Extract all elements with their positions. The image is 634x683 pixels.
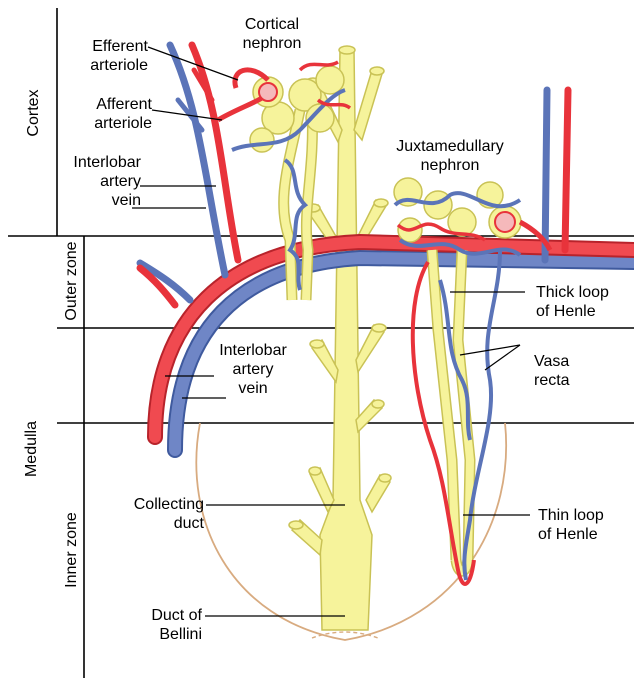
thick-loop-label: Thick loop of Henle	[536, 283, 609, 321]
duct-of-bellini-label: Duct of Bellini	[110, 606, 202, 644]
label-line: arteriole	[60, 56, 148, 75]
label-line: Duct of	[110, 606, 202, 625]
collecting-duct-trunk	[320, 50, 372, 630]
interlobar-lower-label: Interlobar artery vein	[203, 341, 303, 398]
right-vertical-vein	[545, 90, 547, 260]
label-line: duct	[100, 514, 204, 533]
label-line: nephron	[385, 156, 515, 175]
leader-vasa-recta-1	[460, 345, 520, 355]
duct-opening	[309, 467, 321, 475]
collecting-duct-label: Collecting duct	[100, 495, 204, 533]
duct-opening	[372, 324, 386, 332]
duct-opening	[379, 474, 391, 482]
cortical-nephron-label: Cortical nephron	[222, 15, 322, 53]
label-line: Efferent	[60, 37, 148, 56]
label-line: recta	[534, 371, 570, 390]
juxtamedullary-nephron-label: Juxtamedullary nephron	[385, 137, 515, 175]
afferent-arteriole-vessel	[218, 98, 262, 120]
cortical-convolution	[316, 66, 344, 94]
label-line: Collecting	[100, 495, 204, 514]
thin-loop-label: Thin loop of Henle	[538, 506, 604, 544]
label-line: artery	[55, 172, 141, 191]
label-line: artery	[203, 360, 303, 379]
label-line: Thin loop	[538, 506, 604, 525]
label-line: Interlobar	[203, 341, 303, 360]
duct-opening	[374, 199, 388, 207]
label-line: Thick loop	[536, 283, 609, 302]
collecting-duct	[289, 46, 391, 630]
label-line: arteriole	[60, 114, 152, 133]
duct-opening	[372, 400, 384, 408]
interlobar-upper-label: Interlobar artery vein	[55, 153, 141, 210]
label-line: Vasa	[534, 352, 570, 371]
inner-zone-label: Inner zone	[63, 506, 81, 594]
label-line: Bellini	[110, 625, 202, 644]
efferent-arteriole-label: Efferent arteriole	[60, 37, 148, 75]
label-line: Cortical	[222, 15, 322, 34]
label-line: vein	[55, 191, 141, 210]
duct-opening	[370, 67, 384, 75]
outer-zone-label: Outer zone	[63, 239, 81, 323]
afferent-arteriole-label: Afferent arteriole	[60, 95, 152, 133]
juxta-glomerulus	[495, 212, 515, 232]
duct-opening	[339, 46, 355, 54]
label-line: of Henle	[538, 525, 604, 544]
label-line: Afferent	[60, 95, 152, 114]
duct-opening	[310, 340, 324, 348]
cortical-convolution	[250, 128, 274, 152]
leader-vasa-recta-2	[485, 345, 520, 370]
vasa-recta-label: Vasa recta	[534, 352, 570, 390]
duct-branch-1	[354, 70, 382, 140]
medulla-label: Medulla	[23, 414, 41, 484]
label-line: Interlobar	[55, 153, 141, 172]
papilla-tip-dashed	[312, 632, 378, 638]
cortex-label: Cortex	[25, 81, 43, 145]
label-line: of Henle	[536, 302, 609, 321]
duct-opening	[289, 521, 303, 529]
label-line: Juxtamedullary	[385, 137, 515, 156]
right-vertical-artery	[565, 90, 568, 250]
label-line: nephron	[222, 34, 322, 53]
label-line: vein	[203, 379, 303, 398]
